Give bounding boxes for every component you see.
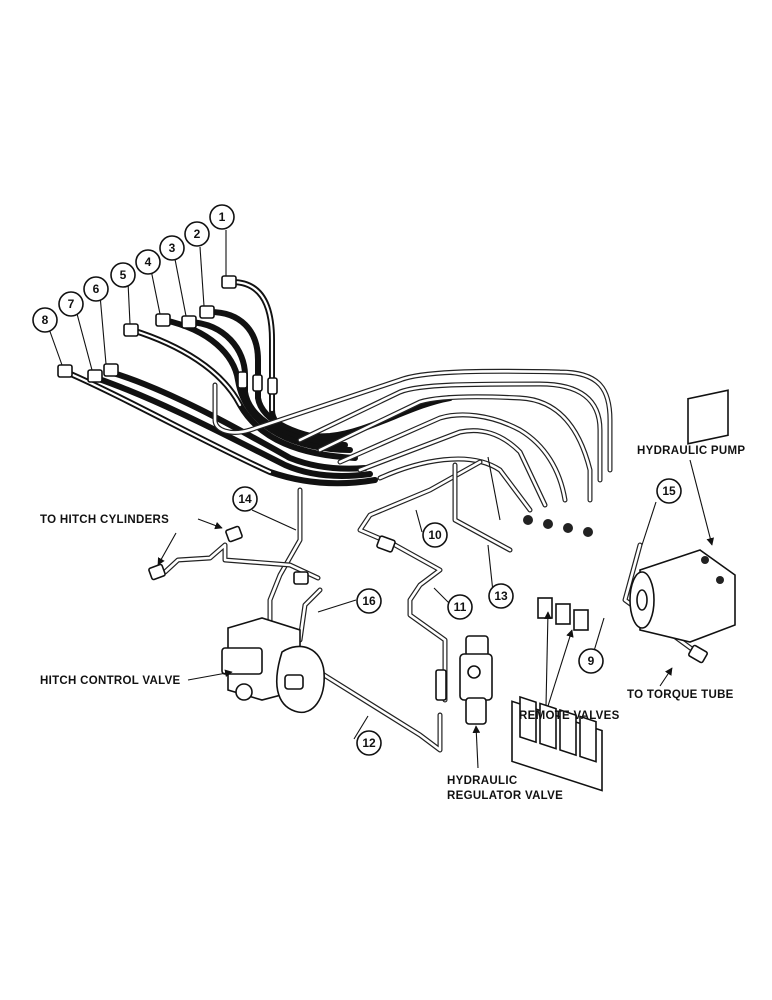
hydraulic-regulator-valve	[459, 635, 493, 725]
remote-valves-block	[511, 515, 603, 792]
callout-1: 1	[209, 204, 235, 230]
callout-number: 8	[42, 313, 49, 327]
callout-number: 15	[662, 484, 676, 498]
callout-number: 2	[194, 227, 201, 241]
callout-16: 16	[356, 588, 382, 614]
callout-9: 9	[578, 648, 604, 674]
leader-lines	[47, 230, 714, 769]
text-labels: HYDRAULIC PUMP TO HITCH CYLINDERS HITCH …	[40, 445, 745, 802]
callout-number: 7	[68, 297, 75, 311]
callout-2: 2	[184, 221, 210, 247]
callout-13: 13	[488, 583, 514, 609]
callout-number: 1	[219, 210, 226, 224]
steel-tube-bundle	[212, 368, 613, 513]
steel-tubes-lower	[162, 459, 703, 753]
callout-number: 12	[362, 736, 376, 750]
callout-15: 15	[656, 478, 682, 504]
label-hydraulic-regulator-valve-line2: REGULATOR VALVE	[447, 790, 563, 802]
label-hitch-control-valve: HITCH CONTROL VALVE	[40, 675, 181, 687]
callouts: 1 2 3 4 5 6 7 8 9 10 11 12 13 14 15 16	[32, 204, 682, 756]
hitch-control-valve	[221, 617, 325, 714]
label-to-hitch-cylinders: TO HITCH CYLINDERS	[40, 514, 169, 526]
callout-number: 4	[145, 255, 152, 269]
callout-number: 5	[120, 268, 127, 282]
callout-number: 10	[428, 528, 442, 542]
callout-number: 16	[362, 594, 376, 608]
callout-14: 14	[232, 486, 258, 512]
callout-10: 10	[422, 522, 448, 548]
callout-3: 3	[159, 235, 185, 261]
callout-number: 9	[588, 654, 595, 668]
callout-12: 12	[356, 730, 382, 756]
tube-fittings	[148, 525, 708, 701]
label-remote-valves: REMOTE VALVES	[519, 710, 620, 722]
label-hydraulic-regulator-valve-line1: HYDRAULIC	[447, 775, 517, 787]
callout-number: 3	[169, 241, 176, 255]
label-hydraulic-pump: HYDRAULIC PUMP	[637, 445, 745, 457]
callout-7: 7	[58, 291, 84, 317]
callout-11: 11	[447, 594, 473, 620]
hydraulic-pump	[629, 389, 736, 643]
label-to-torque-tube: TO TORQUE TUBE	[627, 689, 734, 701]
callout-number: 6	[93, 282, 100, 296]
hose-fittings	[57, 275, 278, 395]
callout-number: 11	[454, 600, 467, 614]
callout-8: 8	[32, 307, 58, 333]
callout-6: 6	[83, 276, 109, 302]
callout-number: 14	[238, 492, 252, 506]
callout-4: 4	[135, 249, 161, 275]
callout-number: 13	[494, 589, 508, 603]
callout-5: 5	[110, 262, 136, 288]
